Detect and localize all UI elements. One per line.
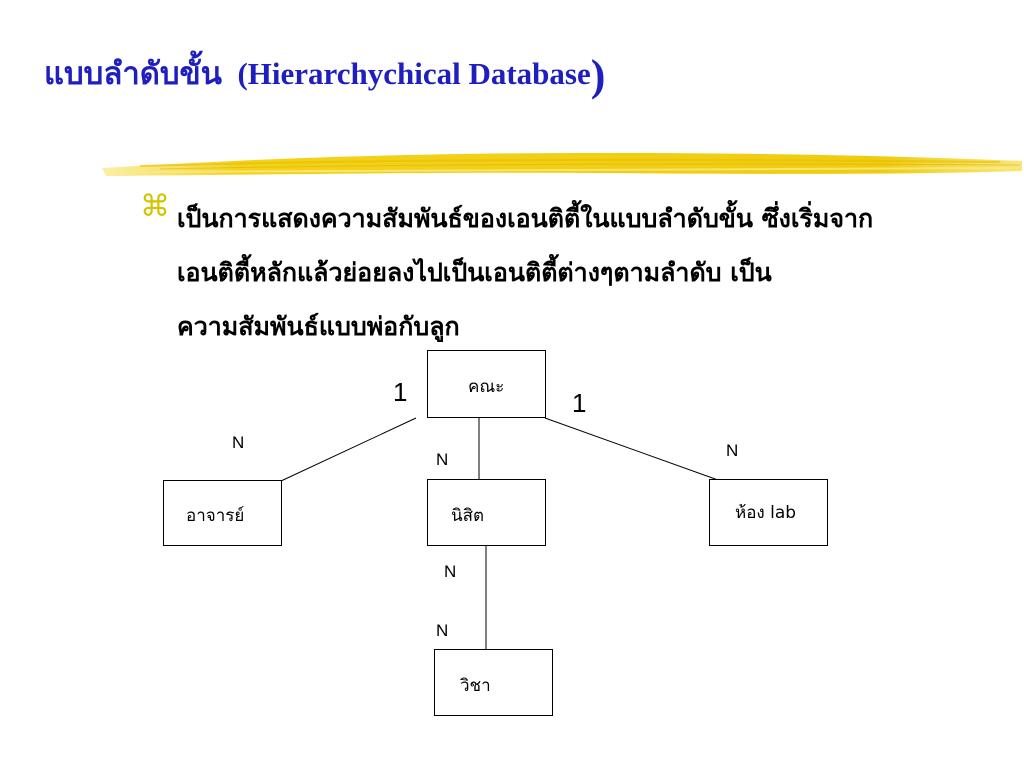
node-subject-label: วิชา	[460, 676, 491, 696]
node-faculty-box	[427, 350, 546, 418]
highlighter-stroke	[102, 153, 1022, 176]
bullet-line-1: เป็นการแสดงความสัมพันธ์ของเอนติตี้ในแบบล…	[177, 204, 874, 233]
page-title: แบบลำดับขั้น (Hierarchychical Database)	[44, 54, 605, 98]
bullet-line-3: ความสัมพันธ์แบบพ่อกับลูก	[177, 312, 460, 341]
cardinality-faculty-right: 1	[572, 388, 587, 418]
cardinality-faculty-left: 1	[393, 377, 408, 407]
bullet-item: ⌘ เป็นการแสดงความสัมพันธ์ของเอนติตี้ในแบ…	[140, 192, 1000, 354]
edge-faculty-lab	[544, 417, 719, 481]
title-close-paren: )	[590, 51, 606, 100]
node-faculty-label: คณะ	[468, 377, 505, 397]
cardinality-teacher: N	[232, 433, 245, 452]
node-teacher-box	[163, 480, 282, 546]
node-student-box	[427, 479, 546, 546]
title-english: (Hierarchychical Database	[237, 56, 591, 91]
node-subject-box	[434, 649, 553, 716]
bullet-text: เป็นการแสดงความสัมพันธ์ของเอนติตี้ในแบบล…	[140, 192, 977, 354]
cardinality-lab: N	[726, 441, 739, 460]
edge-faculty-teacher	[280, 417, 417, 482]
title-thai: แบบลำดับขั้น	[44, 56, 222, 91]
cardinality-student-top: N	[436, 450, 449, 469]
node-teacher-label: อาจารย์	[186, 506, 245, 526]
bullet-line-2: เอนติตี้หลักแล้วย่อยลงไปเป็นเอนติตี้ต่าง…	[177, 258, 772, 287]
command-key-icon: ⌘	[140, 189, 170, 224]
node-student-label: นิสิต	[451, 506, 485, 526]
node-lab-label: ห้อง lab	[735, 503, 797, 523]
cardinality-subject: N	[436, 621, 449, 640]
cardinality-student-bottom: N	[444, 562, 457, 581]
node-lab-box	[709, 479, 828, 546]
